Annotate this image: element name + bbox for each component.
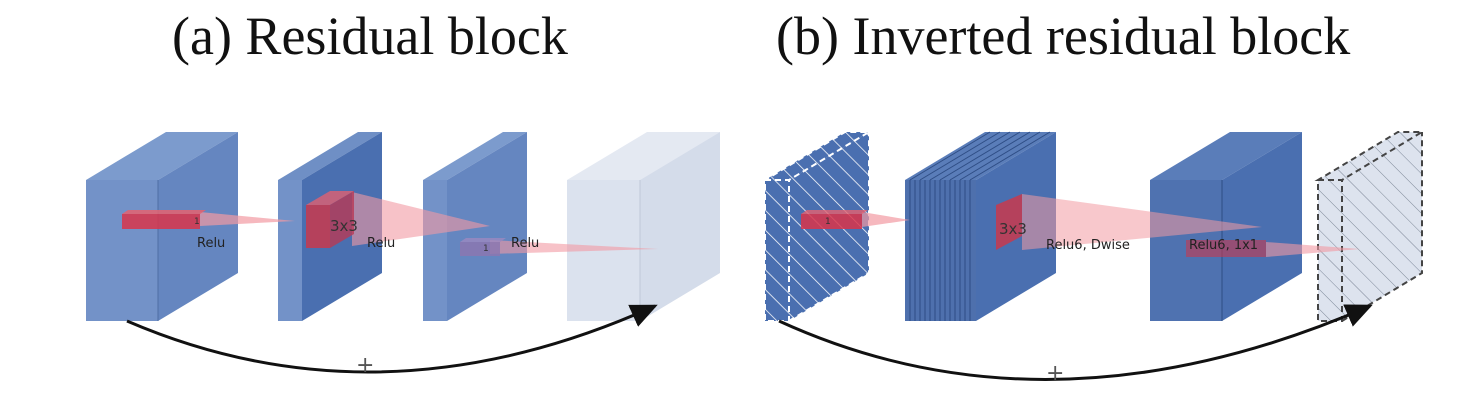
residual-cone-1 xyxy=(200,212,295,226)
inverted-kernel-pointwise xyxy=(1186,240,1266,257)
residual-block-diagram: 1 3x3 1 Relu Relu Relu + xyxy=(86,132,720,378)
residual-conv-block-2 xyxy=(423,132,527,321)
residual-output-block xyxy=(567,132,720,321)
residual-kernel-3x3: 3x3 xyxy=(306,191,358,248)
residual-cone-3 xyxy=(490,240,658,254)
residual-skip-plus: + xyxy=(356,353,374,378)
inverted-kernel-3x3: 3x3 xyxy=(996,194,1027,250)
inverted-skip-arrow xyxy=(778,304,1373,381)
residual-kernel-label-1: 1 xyxy=(194,217,200,227)
inverted-cone-2 xyxy=(1022,194,1262,250)
inverted-skip-plus: + xyxy=(1046,361,1064,386)
residual-cone-2 xyxy=(352,192,490,246)
residual-kernel-1x1-b: 1 xyxy=(460,238,506,256)
inverted-cone-3 xyxy=(1266,242,1360,257)
inverted-kernel-label-3x3: 3x3 xyxy=(999,220,1027,238)
inverted-activation-1: Relu6, Dwise xyxy=(1046,238,1130,253)
residual-skip-arrow xyxy=(126,304,658,374)
inverted-cone-1 xyxy=(862,212,910,227)
inverted-kernel-label-1: 1 xyxy=(825,217,831,227)
inverted-activation-2: Relu6, 1x1 xyxy=(1189,238,1258,253)
residual-activation-2: Relu xyxy=(367,236,395,251)
title-residual-block: (a) Residual block xyxy=(172,6,568,66)
title-inverted-residual-block: (b) Inverted residual block xyxy=(776,6,1351,66)
residual-activation-1: Relu xyxy=(197,236,225,251)
inverted-depthwise-block xyxy=(1150,132,1302,321)
residual-kernel-label-3x3: 3x3 xyxy=(330,217,358,235)
residual-input-block xyxy=(86,132,238,321)
inverted-output-block xyxy=(1314,131,1426,322)
residual-activation-3: Relu xyxy=(511,236,539,251)
inverted-residual-block-diagram: 1 3x3 Relu6, Dwise Relu6, 1x1 + xyxy=(761,131,1426,386)
residual-kernel-label-2: 1 xyxy=(483,244,489,254)
inverted-kernel-1x1: 1 xyxy=(801,210,868,229)
residual-kernel-1x1-a: 1 xyxy=(122,210,206,229)
